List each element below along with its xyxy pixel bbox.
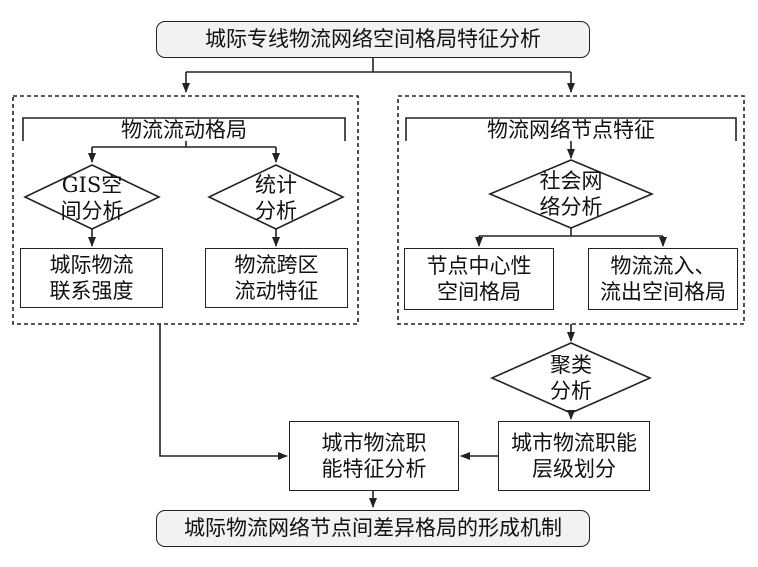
- right-group-bracket: [405, 117, 737, 141]
- sna-decision-label: 社会网 络分析: [515, 168, 627, 220]
- intercity-strength-box: 城际物流 联系强度: [20, 248, 163, 308]
- stat-decision-label: 统计 分析: [229, 172, 323, 224]
- gis-decision-label: GIS空 间分析: [45, 172, 139, 224]
- title-text: 城际专线物流网络空间格局特征分析: [205, 27, 541, 52]
- cluster-decision-text: 聚类 分析: [550, 352, 592, 403]
- left-group-header: 物流流动格局: [23, 117, 345, 142]
- mechanism-box: 城际物流网络节点间差异格局的形成机制: [156, 510, 590, 547]
- function-analysis-box: 城市物流职 能特征分析: [289, 421, 459, 491]
- arrow-left-to-function: [159, 324, 288, 460]
- sna-decision-text: 社会网 络分析: [539, 168, 603, 219]
- centrality-text: 节点中心性 空间格局: [426, 253, 532, 304]
- left-group-header-text: 物流流动格局: [121, 117, 247, 142]
- inflow-outflow-text: 物流流入、 流出空间格局: [600, 253, 726, 304]
- mechanism-text: 城际物流网络节点间差异格局的形成机制: [184, 516, 562, 541]
- centrality-box: 节点中心性 空间格局: [404, 248, 554, 310]
- function-analysis-text: 城市物流职 能特征分析: [321, 430, 427, 481]
- left-group-bracket: [22, 117, 346, 141]
- gis-decision-text: GIS空 间分析: [60, 172, 124, 223]
- cross-region-flow-box: 物流跨区 流动特征: [205, 248, 348, 308]
- intercity-strength-text: 城际物流 联系强度: [49, 252, 134, 303]
- hierarchy-box: 城市物流职能 层级划分: [498, 421, 650, 491]
- cluster-decision-label: 聚类 分析: [527, 352, 615, 404]
- left-group-frame: [12, 95, 359, 325]
- stat-decision-text: 统计 分析: [255, 172, 297, 223]
- right-group-header-text: 物流网络节点特征: [487, 117, 655, 142]
- inflow-outflow-box: 物流流入、 流出空间格局: [588, 248, 738, 310]
- hierarchy-text: 城市物流职能 层级划分: [511, 430, 637, 481]
- right-group-header: 物流网络节点特征: [406, 117, 736, 142]
- cross-region-flow-text: 物流跨区 流动特征: [234, 252, 319, 303]
- title-box: 城际专线物流网络空间格局特征分析: [156, 21, 590, 58]
